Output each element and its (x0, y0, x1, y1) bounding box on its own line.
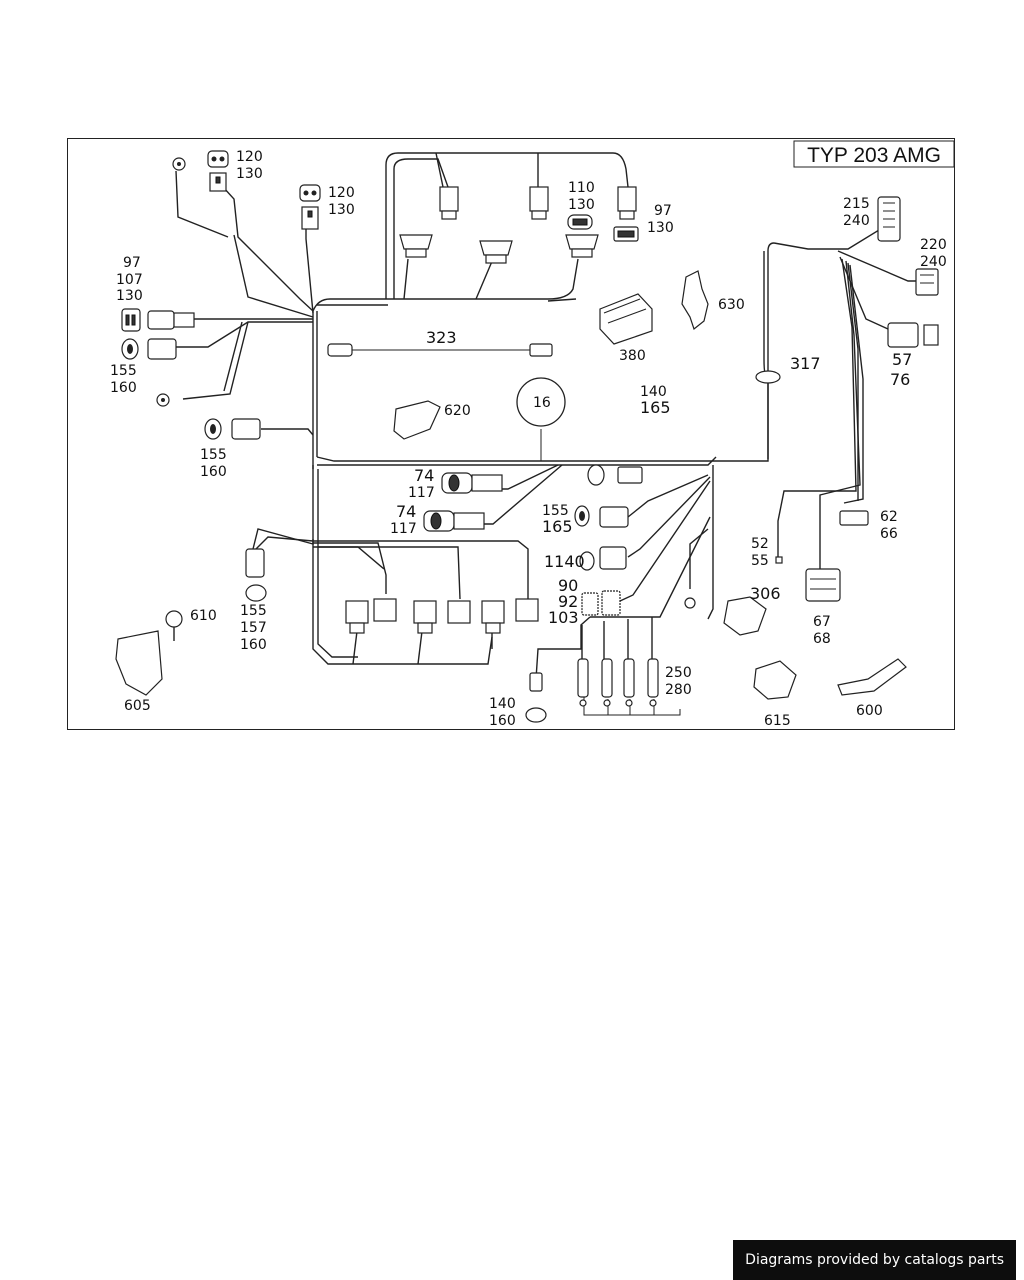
label-130-c: 130 (116, 288, 143, 304)
label-1140: 1140 (544, 552, 585, 571)
label-55: 55 (751, 553, 769, 569)
label-16-circle: 16 (533, 395, 551, 411)
label-160-a: 160 (110, 380, 137, 396)
footer-text: Diagrams provided by catalogs parts (745, 1252, 1004, 1268)
label-240-a: 240 (843, 213, 870, 229)
label-615: 615 (764, 713, 791, 729)
label-240-b: 240 (920, 254, 947, 270)
label-117-a: 117 (408, 485, 435, 501)
label-74-b: 74 (396, 502, 416, 521)
label-155-a: 155 (110, 363, 137, 379)
label-107: 107 (116, 272, 143, 288)
label-110: 110 (568, 180, 595, 196)
label-103: 103 (548, 608, 579, 627)
label-155-d: 155 (240, 603, 267, 619)
label-605: 605 (124, 698, 151, 714)
label-160-d: 160 (489, 713, 516, 729)
label-155-b: 155 (200, 447, 227, 463)
label-165-a: 165 (640, 398, 671, 417)
label-120-a: 120 (236, 149, 263, 165)
wiring-harness-diagram: TYP 203 AMG (110, 140, 955, 729)
label-130-d: 130 (568, 197, 595, 213)
label-90: 90 (558, 576, 578, 595)
label-97: 97 (123, 255, 141, 271)
label-76: 76 (890, 370, 910, 389)
label-117-b: 117 (390, 521, 417, 537)
label-68: 68 (813, 631, 831, 647)
label-630: 630 (718, 297, 745, 313)
label-97-b: 97 (654, 203, 672, 219)
title-box: TYP 203 AMG (793, 140, 955, 168)
label-130-a: 130 (236, 166, 263, 182)
label-600: 600 (856, 703, 883, 719)
diagram-title: TYP 203 AMG (807, 144, 941, 167)
label-160-b: 160 (200, 464, 227, 480)
label-155-c: 155 (542, 503, 569, 519)
label-120-b: 120 (328, 185, 355, 201)
label-74-a: 74 (414, 466, 434, 485)
wiring-diagram-frame: TYP 203 AMG (67, 138, 955, 730)
label-52: 52 (751, 536, 769, 552)
label-130-b: 130 (328, 202, 355, 218)
harness-wires (175, 152, 916, 716)
label-380: 380 (619, 348, 646, 364)
label-250: 250 (665, 665, 692, 681)
label-215: 215 (843, 196, 870, 212)
label-140-b: 140 (489, 696, 516, 712)
label-67: 67 (813, 614, 831, 630)
label-220: 220 (920, 237, 947, 253)
footer-banner: Diagrams provided by catalogs parts (733, 1240, 1016, 1280)
label-280: 280 (665, 682, 692, 698)
label-323: 323 (426, 328, 457, 347)
label-130-e: 130 (647, 220, 674, 236)
label-62: 62 (880, 509, 898, 525)
label-66: 66 (880, 526, 898, 542)
part-number-labels: 120 130 120 130 97 107 130 155 160 155 1… (110, 149, 947, 729)
label-610: 610 (190, 608, 217, 624)
connector-parts (115, 150, 939, 723)
label-165-b: 165 (542, 517, 573, 536)
label-160-c: 160 (240, 637, 267, 653)
label-57: 57 (892, 350, 912, 369)
label-92: 92 (558, 592, 578, 611)
label-140-a: 140 (640, 384, 667, 400)
label-306: 306 (750, 584, 781, 603)
label-317: 317 (790, 354, 821, 373)
label-620: 620 (444, 403, 471, 419)
label-157: 157 (240, 620, 267, 636)
